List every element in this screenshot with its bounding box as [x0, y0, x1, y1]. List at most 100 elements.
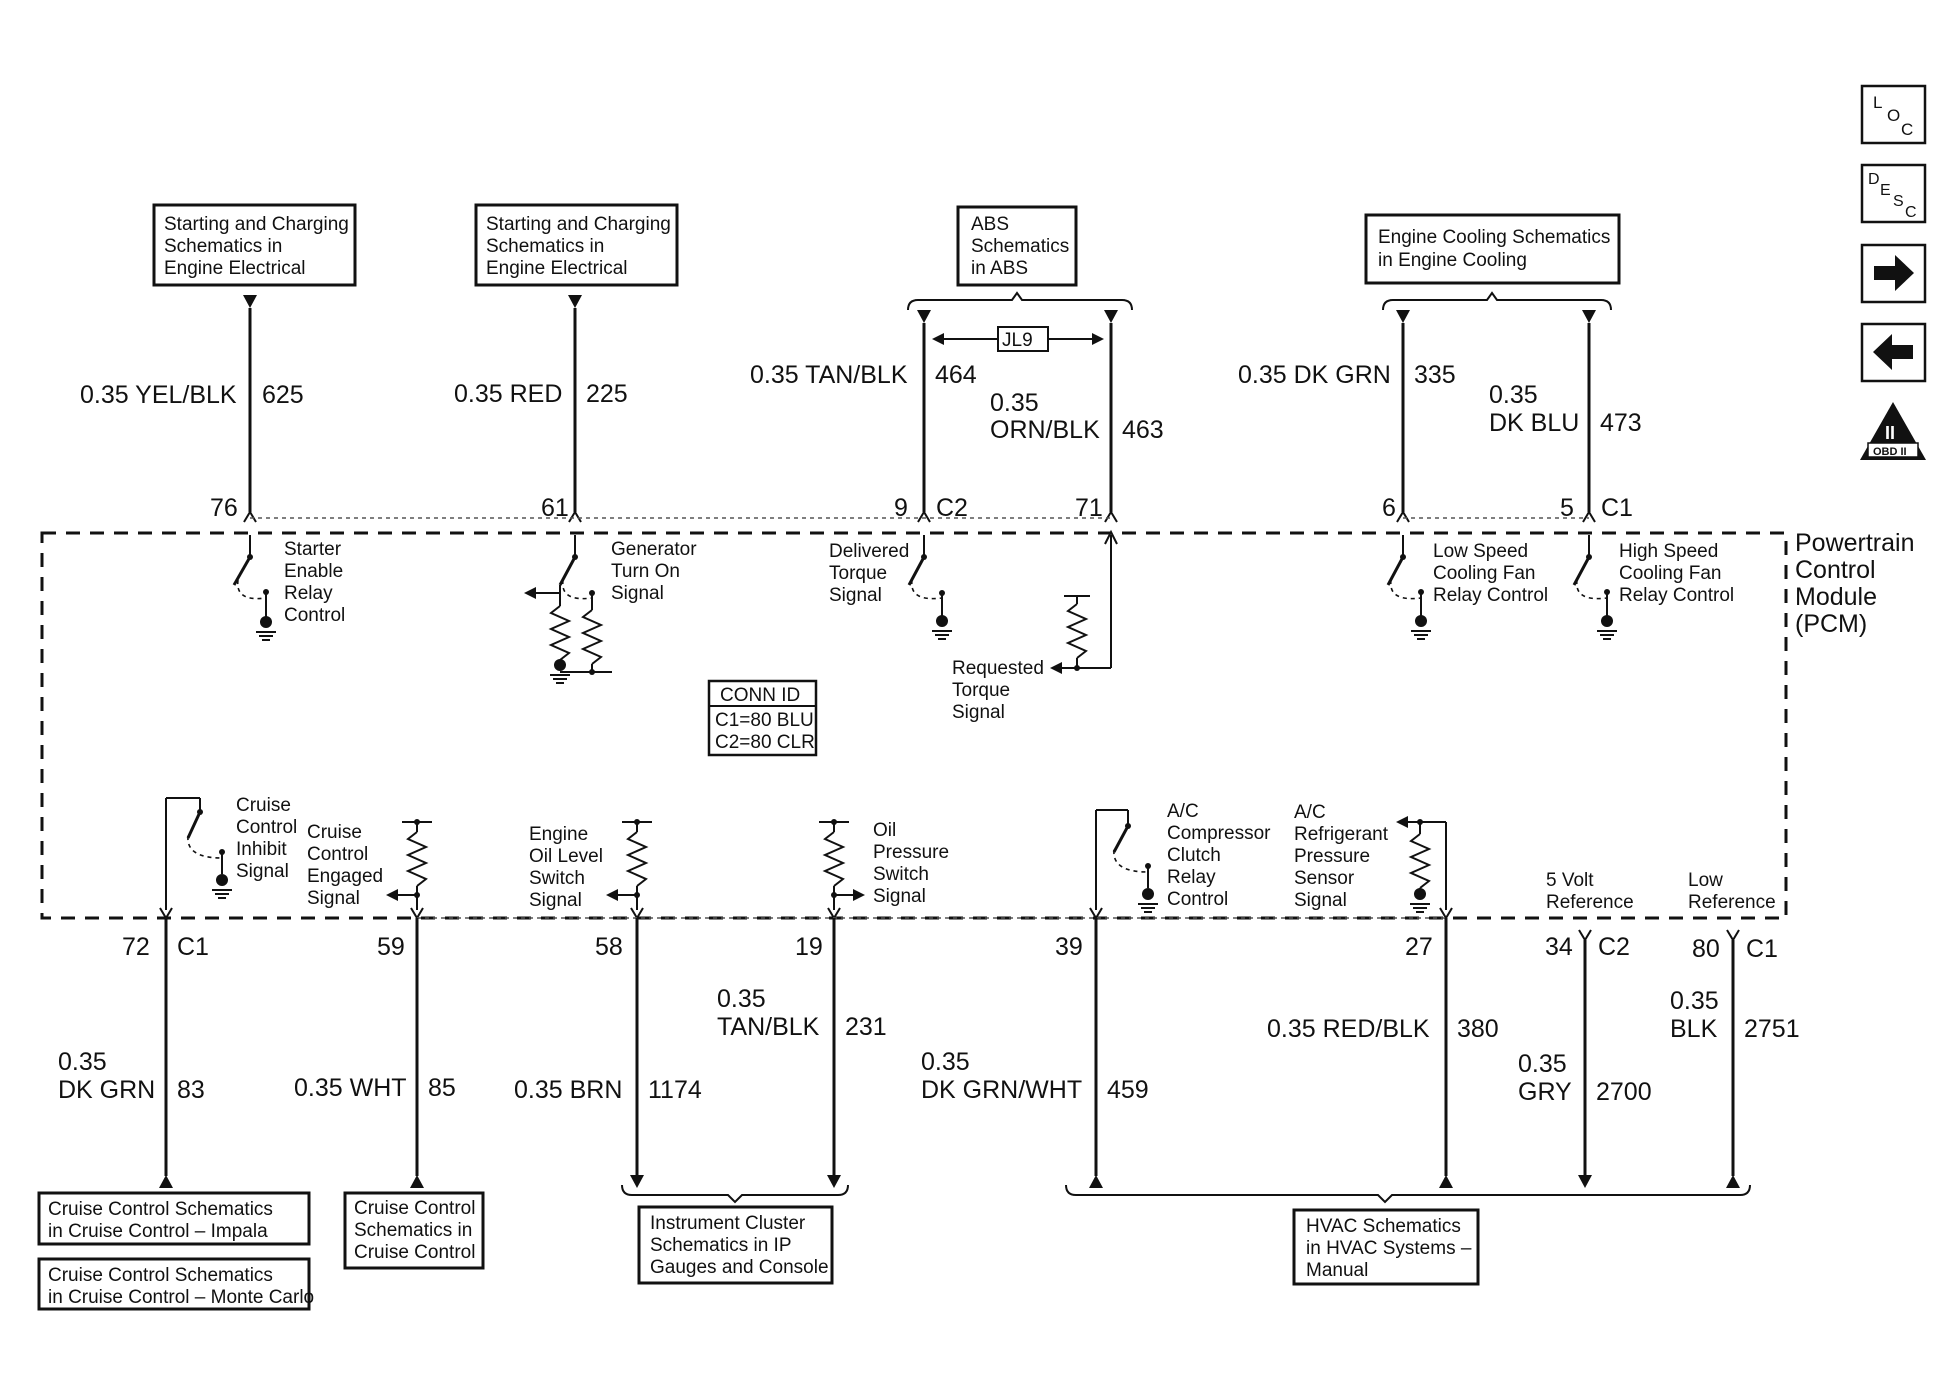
back-button[interactable]: [1860, 322, 1927, 383]
ref-box-line: Schematics: [971, 236, 1069, 257]
circuit-label: Control: [307, 844, 368, 865]
circuit-label: Switch: [529, 868, 585, 889]
requested-torque-input: [1050, 529, 1118, 674]
obd-ii-button[interactable]: II OBD II: [1860, 402, 1926, 460]
wire-color-label: DK BLU: [1489, 409, 1579, 437]
wire-circuit-number: 225: [586, 380, 628, 408]
starter-enable-switch: [232, 535, 276, 641]
ref-box-instrument-cluster[interactable]: Instrument Cluster Schematics in IP Gaug…: [637, 1205, 834, 1285]
forward-button[interactable]: [1860, 243, 1927, 304]
circuit-label: Cooling Fan: [1433, 563, 1535, 584]
ref-box-line: in Cruise Control – Impala: [48, 1221, 268, 1242]
pin-number: 80: [1692, 935, 1720, 963]
connector-label: C2: [936, 494, 968, 522]
circuit-label: Torque: [952, 680, 1010, 701]
circuit-label: Signal: [952, 702, 1005, 723]
circuit-label: Pressure: [873, 842, 949, 863]
wire-color-label: 0.35: [990, 389, 1039, 417]
circuit-label: Enable: [284, 561, 343, 582]
circuit-label: Cooling Fan: [1619, 563, 1721, 584]
ref-box-line: Engine Cooling Schematics: [1378, 227, 1610, 248]
wire-circuit-number: 335: [1414, 361, 1456, 389]
instrument-harness-bracket: [621, 1184, 849, 1204]
circuit-label: Signal: [1294, 890, 1347, 911]
ref-box-line: Schematics in: [164, 236, 282, 257]
circuit-label: Engine: [529, 824, 588, 845]
ref-box-hvac[interactable]: HVAC Schematics in HVAC Systems – Manual: [1292, 1208, 1480, 1286]
desc-button[interactable]: D E S C: [1860, 163, 1927, 224]
circuit-label: Sensor: [1294, 868, 1355, 889]
pin-number: 61: [541, 494, 569, 522]
oil-pressure-input: [819, 819, 865, 910]
wire-color-label: 0.35 WHT: [294, 1074, 407, 1102]
conn-id-line: C2=80 CLR: [715, 732, 815, 753]
ref-box-starting-charging-1[interactable]: Starting and Charging Schematics in Engi…: [152, 203, 357, 287]
desc-letter: D: [1868, 171, 1880, 188]
cruise-inhibit-switch: [165, 797, 232, 910]
circuit-label: Generator: [611, 539, 697, 560]
loc-letter: C: [1901, 120, 1913, 139]
wire-circuit-number: 85: [428, 1074, 456, 1102]
circuit-label: Relay Control: [1619, 585, 1734, 606]
wire-color-label: TAN/BLK: [717, 1013, 820, 1041]
wire-color-label: 0.35 RED/BLK: [1267, 1015, 1430, 1043]
circuit-label: Signal: [236, 861, 289, 882]
circuit-label: Signal: [529, 890, 582, 911]
obd-mark: II: [1885, 423, 1895, 443]
cruise-engaged-input: [386, 819, 432, 910]
ac-pressure-sensor-input: [1396, 816, 1447, 913]
pin-number: 76: [210, 494, 238, 522]
ref-box-cruise-control[interactable]: Cruise Control Schematics in Cruise Cont…: [343, 1191, 485, 1270]
ref-box-line: Starting and Charging: [486, 214, 671, 235]
wire-circuit-number: 464: [935, 361, 977, 389]
circuit-label: Requested: [952, 658, 1044, 679]
bottom-wire-83: [159, 918, 173, 1188]
cooling-harness-bracket: [1382, 291, 1612, 311]
ref-box-line: Manual: [1306, 1260, 1368, 1281]
wire-circuit-number: 2751: [1744, 1015, 1800, 1043]
ref-box-line: Engine Electrical: [164, 258, 306, 279]
delivered-torque-switch: [907, 535, 952, 640]
ref-box-line: Gauges and Console: [650, 1257, 829, 1278]
wire-color-label: 0.35 BRN: [514, 1076, 622, 1104]
top-wire-463: [1104, 310, 1118, 523]
connector-label: C1: [177, 933, 209, 961]
top-wire-225: [568, 295, 582, 523]
ref-box-starting-charging-2[interactable]: Starting and Charging Schematics in Engi…: [474, 203, 679, 287]
pin-number: 6: [1382, 494, 1396, 522]
ref-box-line: Schematics in IP: [650, 1235, 792, 1256]
pin-number: 5: [1560, 494, 1574, 522]
ref-box-engine-cooling[interactable]: Engine Cooling Schematics in Engine Cool…: [1364, 213, 1621, 285]
bottom-wire-459: [1089, 918, 1103, 1188]
splice-jl9: JL9: [932, 326, 1104, 352]
ref-box-line: Cruise Control: [354, 1242, 475, 1263]
module-name-line: (PCM): [1795, 610, 1867, 638]
wire-circuit-number: 83: [177, 1076, 205, 1104]
circuit-label: High Speed: [1619, 541, 1718, 562]
wire-circuit-number: 463: [1122, 416, 1164, 444]
circuit-label: Signal: [307, 888, 360, 909]
bottom-wire-2751: [1726, 940, 1740, 1188]
bottom-wire-2700: [1578, 940, 1592, 1188]
circuit-label: Control: [236, 817, 297, 838]
circuit-label: Signal: [611, 583, 664, 604]
ref-box-abs[interactable]: ABS Schematics in ABS: [956, 205, 1078, 287]
ref-box-cruise-impala[interactable]: Cruise Control Schematics in Cruise Cont…: [37, 1191, 311, 1246]
wire-color-label: 0.35 DK GRN: [1238, 361, 1391, 389]
arrow-right-icon: [1874, 255, 1914, 291]
loc-button[interactable]: L O C: [1860, 84, 1927, 145]
ref-box-line: Schematics in: [486, 236, 604, 257]
bottom-wire-231: [827, 918, 841, 1188]
pin-number: 72: [122, 933, 150, 961]
circuit-label: Starter: [284, 539, 342, 560]
ref-box-line: HVAC Schematics: [1306, 1216, 1461, 1237]
ref-box-line: Cruise Control Schematics: [48, 1199, 273, 1220]
circuit-label: Control: [1167, 889, 1228, 910]
pin-number: 34: [1545, 933, 1573, 961]
top-wire-473: [1582, 310, 1596, 523]
module-name-line: Powertrain: [1795, 529, 1915, 557]
ref-box-cruise-monte-carlo[interactable]: Cruise Control Schematics in Cruise Cont…: [37, 1257, 314, 1311]
circuit-label: Signal: [873, 886, 926, 907]
